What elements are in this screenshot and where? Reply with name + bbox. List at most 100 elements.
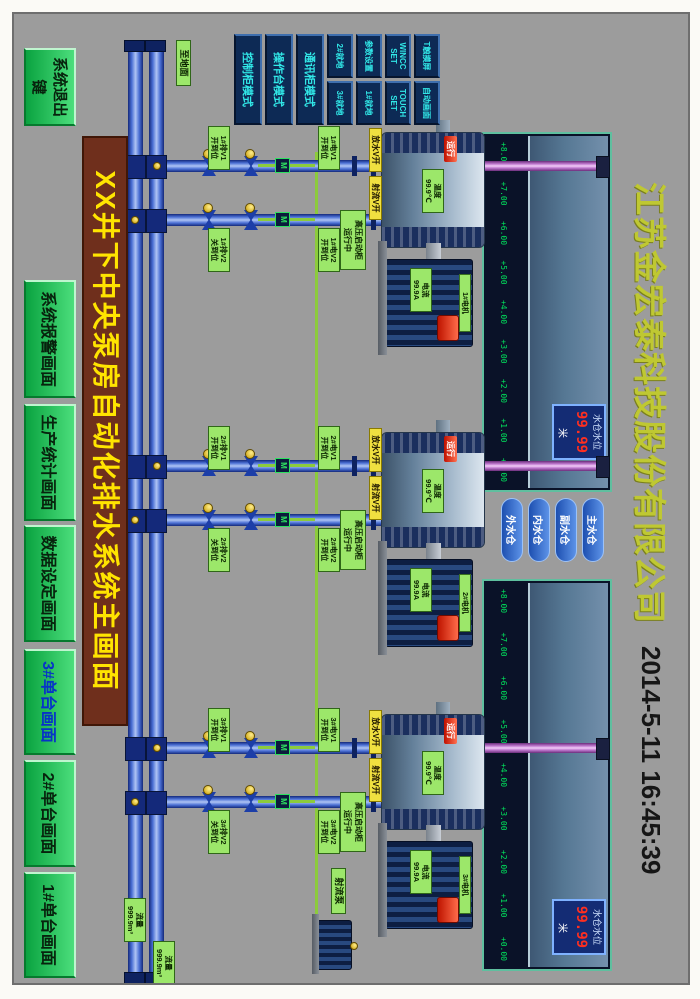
pump-end-cap [382,715,484,735]
valve-handwheel-icon [245,503,255,513]
mode-button-pump2-local[interactable]: 2#就地 [327,34,353,78]
valve-state-tag: 1#排V2 关到位 [208,228,230,272]
gate-valve-icon[interactable] [202,785,216,812]
hv-cabinet-tag: 高压启动柜 运行中 [340,792,366,852]
pump-body[interactable]: 运行 温度 99.9℃ [381,432,485,548]
motor[interactable]: 2#电机 电流 99.9A [385,559,473,647]
coupling [426,825,441,842]
valve-id: 3#排V1 [219,717,228,743]
mode-button-wincc-set[interactable]: WINCC SET [385,34,411,78]
gate-valve-icon[interactable] [244,203,258,230]
motor-junction-box [437,615,459,641]
flow-value: 999.9m³ [126,906,135,934]
nav-button-pump2[interactable]: 2#单台画面 [24,760,76,867]
pump-temp-panel: 温度 99.9℃ [422,751,444,795]
nav-button-settings[interactable]: 数据设定画面 [24,525,76,642]
hmi-screen: 江苏金宏泰科技股份有限公司 2014-5-11 16:45:39 +8.00 +… [12,12,690,985]
yellow-valve-tag: 放水V开 [369,428,382,472]
mode-button-pump3-local[interactable]: 3#就地 [327,81,353,125]
gate-valve-icon[interactable] [244,785,258,812]
valve-id: 2#电V2 [329,537,338,563]
mode-button-console[interactable]: 操作台模式 [265,34,293,125]
tee-fitting [146,791,167,815]
mode-button-touch-set[interactable]: TOUCH SET [385,81,411,125]
valve-state: 开到位 [210,136,219,160]
gate-valve-icon[interactable] [202,503,216,530]
motor[interactable]: 1#电机 电流 99.9A [385,259,473,347]
valve-state-tag: 1#排V1 开到位 [208,126,230,170]
valve-state-tag: 2#排V2 关到位 [208,528,230,572]
valve-state-tag: 3#电V2 开到位 [318,810,340,854]
valve-id: 3#排V2 [219,819,228,845]
valve-id: 2#电V1 [329,435,338,461]
motor-current-panel: 电流 99.9A [410,850,432,894]
hv-cabinet-tag: 高压启动柜 运行中 [340,510,366,570]
pump-unit-3: M M 运行 温度 99.9℃ 3#电机 电流 99.9 [12,702,688,940]
mode-button-param-set[interactable]: 参数设置 [356,34,382,78]
motor-valve-m-icon: M [275,212,290,227]
gate-valve-icon[interactable] [244,503,258,530]
flow-label: 流量 [135,912,144,928]
tee-fitting [125,737,146,761]
mode-button-touchscreen[interactable]: T触摸屏 [414,34,440,78]
pump-body[interactable]: 运行 温度 99.9℃ [381,132,485,248]
temp-label: 温度 [433,483,442,499]
hv-label: 高压启动柜 [354,520,363,560]
page-title: XX井下中央泵房自动化排水系统主画面 [82,136,128,726]
flange-icon [352,738,357,758]
valve-id: 2#排V2 [219,537,228,563]
mode-button-control-cabinet[interactable]: 控制柜模式 [234,34,262,125]
temp-label: 温度 [433,183,442,199]
mode-button-comm-cabinet[interactable]: 通讯柜模式 [296,34,324,125]
valve-state-tag: 2#排V1 开到位 [208,426,230,470]
scale-label: +0.00 [499,936,508,961]
mode-button-auto-screen[interactable]: 自动画面 [414,81,440,125]
gate-valve-icon[interactable] [244,149,258,176]
flange-dot-icon [153,744,161,752]
hv-label: 高压启动柜 [354,802,363,842]
pump-body[interactable]: 运行 温度 99.9℃ [381,714,485,830]
tee-fitting [146,209,167,233]
coupling [426,543,441,560]
gate-valve-icon[interactable] [202,203,216,230]
mode-panel: T触摸屏 自动画面 WINCC SET TOUCH SET 参数设置 1#就地 … [234,34,440,128]
nav-button-exit[interactable]: 系统退出键 [24,48,76,126]
drain-stub [436,702,450,714]
valve-id: 1#电V1 [329,135,338,161]
hv-label: 高压启动柜 [354,220,363,260]
motor-valve-m-icon: M [275,158,290,173]
valve-handwheel-icon [245,149,255,159]
pipe-cap [124,40,145,52]
motor-name-label: 3#电机 [459,856,471,914]
valve-state-tag: 3#排V1 开到位 [208,708,230,752]
yellow-valve-tag: 放水V开 [369,710,382,754]
valve-state-tag: 1#电V1 开到位 [318,126,340,170]
pump-run-indicator: 运行 [444,718,457,744]
nav-button-pump3[interactable]: 3#单台画面 [24,649,76,755]
flange-icon [352,156,357,176]
motor-valve-m-icon: M [275,794,290,809]
nav-button-alarm[interactable]: 系统报警画面 [24,280,76,398]
valve-state: 开到位 [320,718,329,742]
valve-handwheel-icon [245,731,255,741]
gate-valve-icon[interactable] [244,449,258,476]
valve-state: 开到位 [320,538,329,562]
to-surface-tag: 至地面 [176,40,191,86]
valve-state: 关到位 [210,820,219,844]
motor-junction-box [437,897,459,923]
valve-state-tag: 2#电V1 开到位 [318,426,340,470]
motor[interactable]: 3#电机 电流 99.9A [385,841,473,929]
nav-button-statistics[interactable]: 生产统计画面 [24,404,76,521]
pump-run-indicator: 运行 [444,436,457,462]
valve-state: 开到位 [320,820,329,844]
gate-valve-icon[interactable] [244,731,258,758]
current-label: 电流 [421,282,430,298]
scale-label: +2.00 [499,378,508,403]
yellow-valve-tag: 射流V开 [369,476,382,520]
nav-button-pump1[interactable]: 1#单台画面 [24,872,76,978]
temp-label: 温度 [433,765,442,781]
pump-end-cap [382,433,484,453]
flow-label: 流量 [164,955,173,971]
valve-id: 3#电V2 [329,819,338,845]
mode-button-pump1-local[interactable]: 1#就地 [356,81,382,125]
